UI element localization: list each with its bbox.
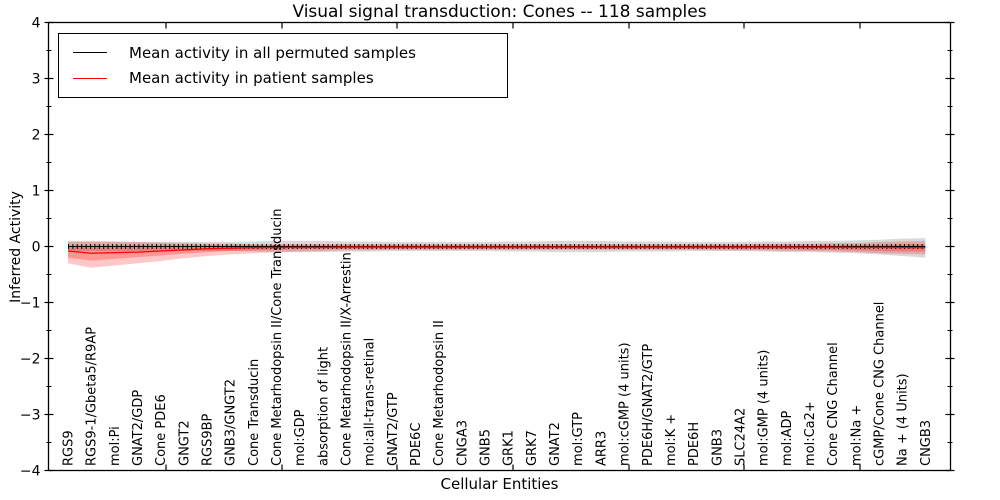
y-tick-label: 0 [32,240,41,256]
entity-label: Cone PDE6 [154,394,169,466]
y-tick-label: −1 [20,296,41,312]
patient-line-swatch [73,77,107,79]
entity-label: PDE6H [687,422,702,466]
y-tick-label: 2 [32,128,41,144]
y-tick-label: −2 [20,352,41,368]
entity-label: absorption of light [316,347,331,466]
entity-label: mol:ADP [780,410,795,466]
entity-label: Cone Metarhodopsin II/X-Arrestin [340,252,355,466]
entity-label: SLC24A2 [733,408,748,466]
chart-title: Visual signal transduction: Cones -- 118… [292,2,707,22]
y-tick-label: 1 [32,184,41,200]
legend-label-patient: Mean activity in patient samples [129,69,374,88]
patient-mean-line [67,246,926,254]
entity-label: mol:GTP [571,412,586,466]
entity-label: ARR3 [594,431,609,466]
legend-label-permuted: Mean activity in all permuted samples [129,43,416,62]
entity-label: mol:Na + [849,405,864,466]
entity-label: mol:Ca2+ [803,401,818,466]
entity-label: cGMP/Cone CNG Channel [872,302,887,466]
entity-label: mol:Pi [108,426,123,466]
entity-label: Cone Metarhodopsin II [432,320,447,466]
entity-label: mol:GDP [293,409,308,466]
entity-label: Na + (4 Units) [896,373,911,466]
y-tick-label: 4 [32,16,41,32]
legend-item-permuted: Mean activity in all permuted samples [59,44,507,62]
entity-label: PDE6C [409,423,424,466]
entity-label: CNGA3 [455,420,470,466]
entity-label: RGS9 [62,430,77,466]
legend-item-patient: Mean activity in patient samples [59,69,507,87]
entity-label: GRK7 [525,430,540,466]
x-axis-label: Cellular Entities [440,475,559,493]
y-tick-label: −4 [20,464,41,480]
entity-label: GNGT2 [177,420,192,466]
entity-label: RGS9BP [201,413,216,466]
entity-label: Cone Metarhodopsin II/Cone Transducin [270,208,285,466]
entity-label: mol:GMP (4 units) [757,350,772,466]
y-axis-label: Inferred Activity [8,191,24,303]
entity-label: mol:all-trans-retinal [363,338,378,466]
entity-label: GRK1 [502,430,517,466]
legend-box: Mean activity in all permuted samples Me… [58,33,508,98]
entity-label: GNB3/GNGT2 [224,379,239,466]
entity-label: CNGB3 [919,420,934,466]
entity-label: Cone Transducin [247,359,262,466]
entity-label: GNB5 [479,429,494,466]
y-tick-label: −3 [20,408,41,424]
permuted-confidence-band [68,238,926,258]
entity-label: GNAT2/GTP [386,392,401,466]
entity-label: RGS9-1/Gbeta5/R9AP [85,327,100,466]
entity-label: mol:K + [664,414,679,466]
entity-label: Cone CNG Channel [826,342,841,466]
y-tick-label: 3 [32,72,41,88]
entity-label: mol:cGMP (4 units) [618,342,633,466]
entity-label: GNAT2 [548,422,563,466]
permuted-line-swatch [73,52,107,54]
entity-label: GNAT2/GDP [131,390,146,466]
entity-label: PDE6H/GNAT2/GTP [641,344,656,466]
entity-label: GNB3 [710,429,725,466]
